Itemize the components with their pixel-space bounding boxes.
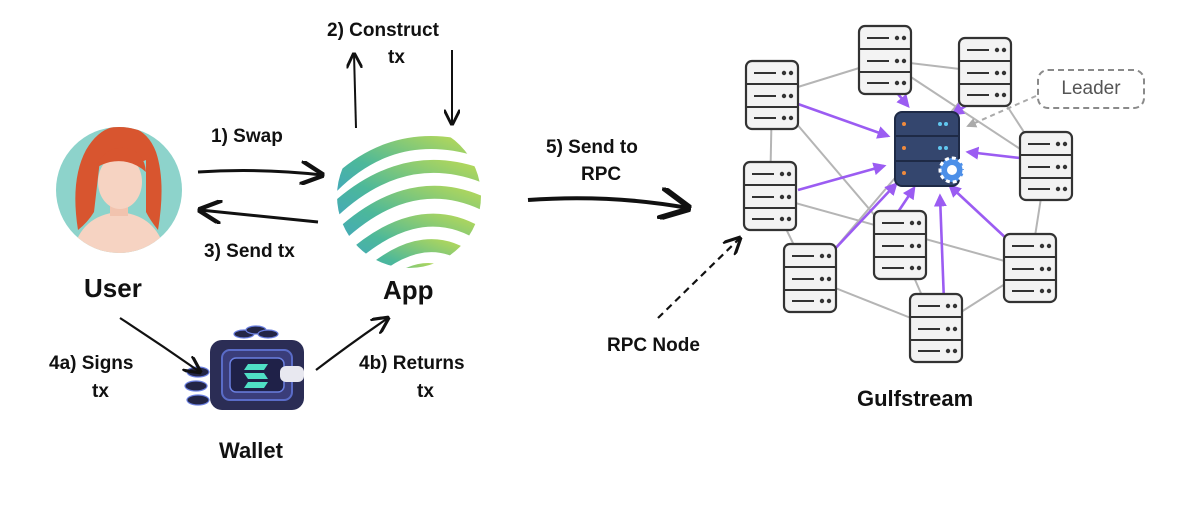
gulfstream-label: Gulfstream	[857, 386, 974, 411]
swap-label: 1) Swap	[211, 126, 283, 147]
server-icon	[782, 242, 838, 314]
user-avatar-icon	[56, 127, 182, 253]
app-logo-icon	[337, 124, 481, 268]
validator-servers	[742, 24, 1074, 364]
wallet-label: Wallet	[219, 438, 283, 463]
server-icon	[857, 24, 913, 96]
returns-label-line2: tx	[417, 381, 434, 402]
signs-label-line1: 4a) Signs	[49, 353, 134, 374]
leader-server-icon	[894, 111, 966, 187]
user-label: User	[84, 273, 142, 303]
gear-icon	[938, 156, 966, 184]
construct-label-line1: 2) Construct	[327, 20, 439, 41]
rpc-node-label: RPC Node	[607, 335, 700, 356]
server-icon	[1018, 130, 1074, 202]
leader-callout: Leader	[1037, 69, 1145, 109]
signs-label-line2: tx	[92, 381, 109, 402]
flow-arrows	[119, 50, 740, 372]
send-rpc-label-line2: RPC	[581, 164, 622, 185]
server-icon	[1002, 232, 1058, 304]
construct-label-line2: tx	[388, 47, 405, 68]
send-rpc-label-line1: 5) Send to	[546, 137, 638, 158]
wallet-icon	[184, 325, 304, 410]
server-icon	[957, 36, 1013, 108]
server-icon	[908, 292, 964, 364]
server-icon	[872, 209, 928, 281]
server-icon	[744, 59, 800, 131]
server-icon	[742, 160, 798, 232]
app-label: App	[383, 275, 434, 305]
leader-pointer	[966, 95, 1037, 128]
send-tx-label: 3) Send tx	[204, 241, 295, 262]
returns-label-line1: 4b) Returns	[359, 353, 465, 374]
